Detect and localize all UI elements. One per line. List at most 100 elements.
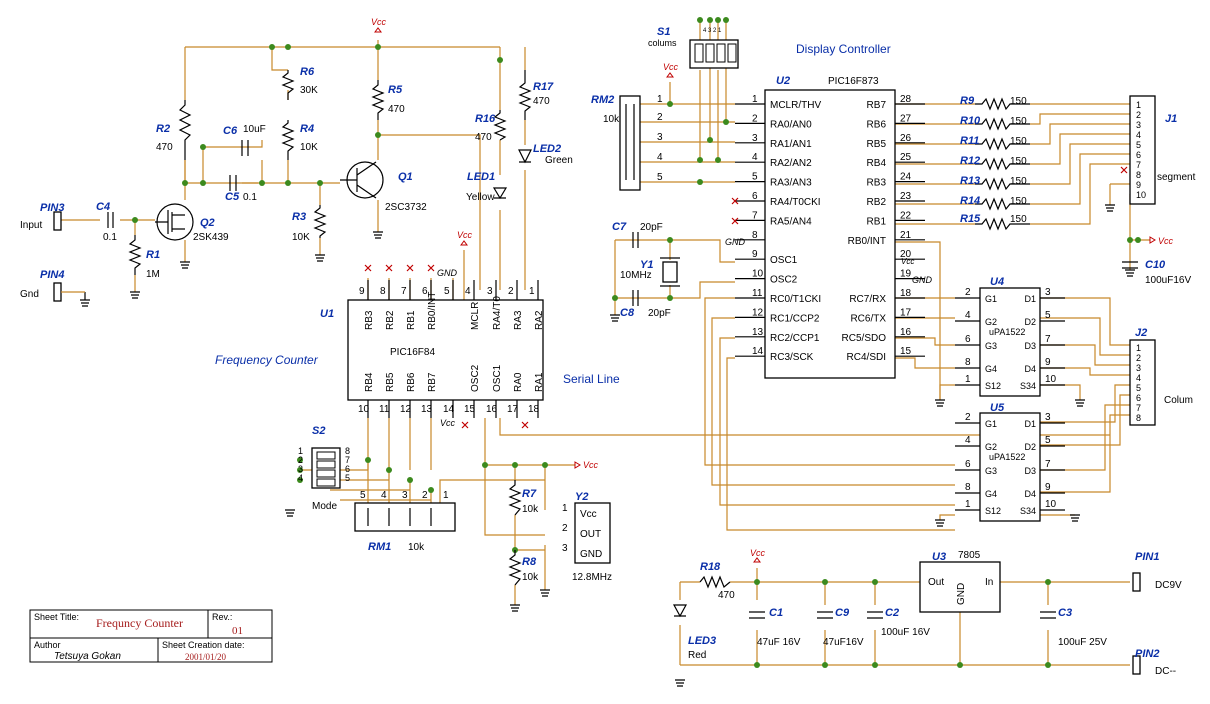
svg-text:C5: C5 bbox=[225, 191, 240, 203]
pin-label: G1 bbox=[985, 419, 997, 429]
pin-label: D2 bbox=[1024, 317, 1036, 327]
svg-text:GND: GND bbox=[956, 583, 967, 605]
pin-label: RB3 bbox=[364, 310, 375, 330]
pin-label: 23 bbox=[900, 191, 912, 202]
svg-text:100uF16V: 100uF16V bbox=[1145, 275, 1191, 286]
pin-label: G2 bbox=[985, 442, 997, 452]
svg-text:150: 150 bbox=[1010, 196, 1027, 207]
svg-text:20pF: 20pF bbox=[648, 308, 671, 319]
pin-label: G1 bbox=[985, 294, 997, 304]
pin-label: RC5/SDO bbox=[842, 333, 887, 344]
svg-text:Input: Input bbox=[20, 220, 42, 231]
svg-text:segment: segment bbox=[1157, 172, 1196, 183]
pin-label: 16 bbox=[486, 404, 498, 415]
pin-label: 12 bbox=[752, 307, 764, 318]
svg-text:PIN3: PIN3 bbox=[40, 202, 64, 214]
pin-label: 2 bbox=[1136, 353, 1141, 363]
pin-label: RC0/T1CKI bbox=[770, 294, 821, 305]
pin-label: RB6 bbox=[867, 119, 887, 130]
pin-label: Vcc bbox=[580, 509, 597, 520]
svg-text:S2: S2 bbox=[312, 425, 325, 437]
pin-label: G4 bbox=[985, 489, 997, 499]
regulator-u3: U3 7805 Out In GND bbox=[919, 550, 1001, 613]
svg-text:PIC16F873: PIC16F873 bbox=[828, 76, 879, 87]
svg-text:Red: Red bbox=[688, 650, 706, 661]
pin-label: 14 bbox=[752, 346, 764, 357]
svg-text:Tetsuya Gokan: Tetsuya Gokan bbox=[54, 651, 121, 662]
pin-label: 4 bbox=[752, 152, 758, 163]
pin-label: G3 bbox=[985, 466, 997, 476]
svg-text:GND: GND bbox=[437, 268, 458, 278]
pin-label: GND bbox=[580, 549, 602, 560]
svg-text:1M: 1M bbox=[146, 269, 160, 280]
svg-text:R17: R17 bbox=[533, 81, 554, 93]
pin-label: 8 bbox=[380, 286, 386, 297]
svg-text:Gnd: Gnd bbox=[20, 289, 39, 300]
svg-text:Q1: Q1 bbox=[398, 171, 413, 183]
pin-label: 15 bbox=[900, 346, 912, 357]
pin-label: 28 bbox=[900, 94, 912, 105]
pin-label: 7 bbox=[345, 455, 350, 465]
pin-label: D4 bbox=[1024, 489, 1036, 499]
svg-text:U5: U5 bbox=[990, 402, 1005, 414]
pin-label: 5 bbox=[360, 490, 366, 501]
svg-text:GND: GND bbox=[725, 237, 746, 247]
pin-label: RB1 bbox=[406, 310, 417, 330]
pin-label: RC6/TX bbox=[850, 313, 886, 324]
pin-label: 5 bbox=[345, 473, 350, 483]
pin-label: 6 bbox=[1136, 393, 1141, 403]
svg-text:Author: Author bbox=[34, 640, 61, 650]
pin-label: S12 bbox=[985, 381, 1001, 391]
pin-label: RA3/AN3 bbox=[770, 178, 812, 189]
pin-label: 16 bbox=[900, 327, 912, 338]
pin-label: D4 bbox=[1024, 364, 1036, 374]
svg-text:Out: Out bbox=[928, 577, 944, 588]
svg-text:Yellow: Yellow bbox=[466, 192, 495, 203]
svg-text:PIN2: PIN2 bbox=[1135, 648, 1159, 660]
svg-text:Vcc: Vcc bbox=[371, 17, 387, 27]
pin-label: 11 bbox=[379, 404, 390, 415]
pin-label: 4 bbox=[1136, 373, 1141, 383]
svg-text:Colum: Colum bbox=[1164, 395, 1193, 406]
pin-label: 9 bbox=[1045, 357, 1051, 368]
svg-text:2SC3732: 2SC3732 bbox=[385, 202, 427, 213]
pin-label: 5 bbox=[752, 172, 758, 183]
svg-text:R6: R6 bbox=[300, 66, 315, 78]
pin-label: RC1/CCP2 bbox=[770, 313, 820, 324]
pin-label: G4 bbox=[985, 364, 997, 374]
pin-label: RC4/SDI bbox=[847, 352, 886, 363]
pin-label: 2 bbox=[657, 112, 663, 123]
pin-label: 7 bbox=[1045, 459, 1051, 470]
svg-text:In: In bbox=[985, 577, 993, 588]
svg-text:R9: R9 bbox=[960, 95, 975, 107]
pin-label: 10 bbox=[1045, 499, 1057, 510]
pin-label: 7 bbox=[1045, 334, 1051, 345]
pin-label: RB2 bbox=[385, 310, 396, 330]
pin-label: 6 bbox=[1136, 150, 1141, 160]
pin-label: 10 bbox=[358, 404, 370, 415]
pin-label: 4 bbox=[965, 435, 971, 446]
pin-label: RB0/INT bbox=[427, 292, 438, 330]
pin-label: 9 bbox=[1136, 180, 1141, 190]
svg-text:12.8MHz: 12.8MHz bbox=[572, 572, 612, 583]
svg-text:150: 150 bbox=[1010, 176, 1027, 187]
svg-text:10MHz: 10MHz bbox=[620, 270, 652, 281]
pin-label: MCLR bbox=[470, 302, 481, 330]
pin-label: 6 bbox=[752, 191, 758, 202]
svg-text:C2: C2 bbox=[885, 607, 899, 619]
pin-label: 5 bbox=[657, 172, 663, 183]
capacitor-labels: C4 0.1 C6 10uF C5 0.1 C7 20pF C8 20pF C1… bbox=[96, 124, 1191, 648]
title-display-controller: Display Controller bbox=[796, 42, 891, 56]
svg-text:DC--: DC-- bbox=[1155, 666, 1176, 677]
title-block: Sheet Title: Frequncy Counter Rev.: 01 A… bbox=[29, 609, 273, 663]
svg-text:RM1: RM1 bbox=[368, 541, 391, 553]
pin-label: 8 bbox=[965, 357, 971, 368]
pin-label: D3 bbox=[1024, 466, 1036, 476]
pin-label: 9 bbox=[752, 249, 758, 260]
pin-label: 2 bbox=[298, 455, 303, 465]
svg-text:C8: C8 bbox=[620, 307, 635, 319]
capacitor-symbols bbox=[107, 140, 1138, 619]
pin-label: D1 bbox=[1024, 294, 1036, 304]
